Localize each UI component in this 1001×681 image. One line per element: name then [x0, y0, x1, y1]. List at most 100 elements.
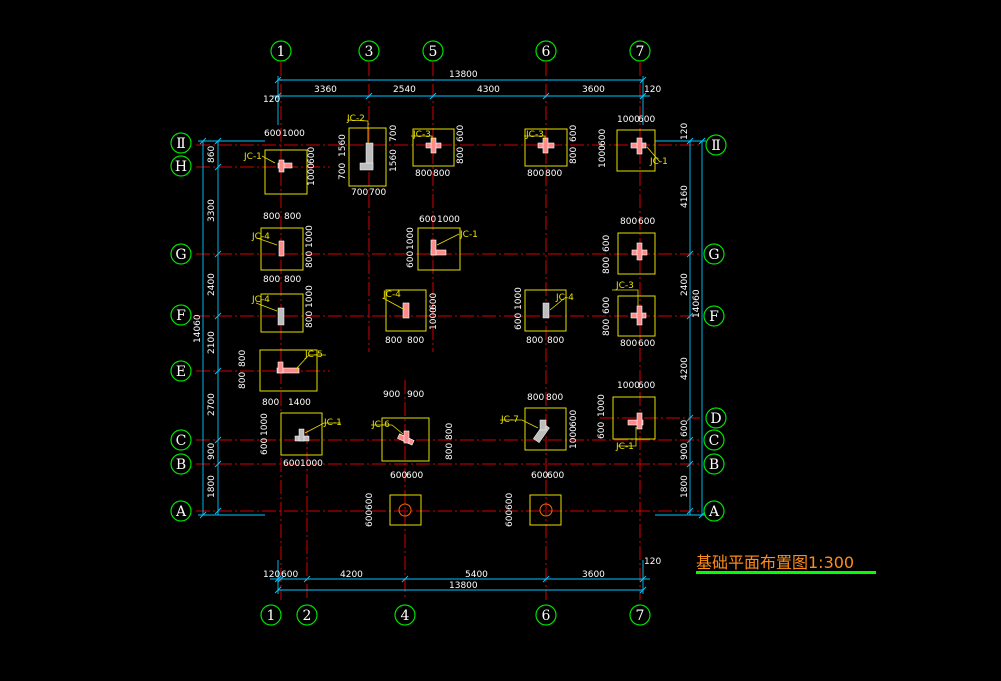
- dimension-tick: [214, 507, 222, 515]
- dimension-tick: [274, 92, 282, 100]
- footing-dim: 800: [305, 251, 315, 268]
- axis-label: 5: [429, 44, 438, 60]
- axis-label: B: [176, 457, 186, 473]
- footing-dim: 1000: [282, 129, 305, 139]
- footing-dim: 1000: [307, 163, 317, 186]
- axis-bubble-right-A: A: [703, 500, 725, 522]
- dimension-tick: [686, 436, 694, 444]
- axis-label: D: [710, 411, 721, 427]
- footing-dim: 800: [284, 275, 301, 285]
- footing-jc4-6F: JC-4 600 1000 800 800: [514, 287, 574, 346]
- footing-dim: 700: [369, 188, 386, 198]
- footings: JC-1 600 1000 1000 600 JC-2 1560 700 156…: [238, 114, 668, 527]
- footing-label: JC-3: [412, 130, 431, 140]
- footing-label: JC-6: [371, 420, 390, 430]
- dim-top-offset-right: 120: [644, 85, 661, 95]
- footing-dim: 800: [284, 212, 301, 222]
- footing-7G: 800 600 800 600: [602, 217, 656, 275]
- dimension-tick: [277, 575, 285, 583]
- footing-dim: 800: [602, 257, 612, 274]
- footing-label: JC-4: [251, 232, 270, 242]
- footing-dim: 600: [307, 147, 317, 164]
- footing-dim: 800: [445, 443, 455, 460]
- dimension-tick: [686, 507, 694, 515]
- dim-bottom-seg-1: 120: [263, 570, 280, 580]
- dimension-tick: [639, 92, 647, 100]
- footing-dim: 800: [526, 336, 543, 346]
- dim-right-total: 14060: [692, 289, 702, 318]
- axis-label: A: [708, 504, 720, 520]
- footing-pile-6A: 600 600 600 600: [505, 471, 564, 527]
- footing-dim: 800: [263, 212, 280, 222]
- dimension-tick: [639, 575, 647, 583]
- footing-dim: 600: [602, 235, 612, 252]
- dimension-tick: [214, 250, 222, 258]
- axis-label: 6: [542, 44, 551, 60]
- axis-label: E: [176, 364, 186, 380]
- dim-bottom-seg-2: 600: [281, 570, 298, 580]
- footing-jc3-7F: JC-3 800 600 800 600: [602, 281, 656, 349]
- axis-bubble-bottom-4: 4: [394, 604, 416, 626]
- footing-label: JC-7: [500, 415, 519, 425]
- axis-bubble-right-D: D: [705, 407, 727, 429]
- dimension-tick: [698, 137, 706, 145]
- axis-bubbles-bottom: 1 2 4 6 7: [260, 604, 651, 626]
- footing-dim: 1000: [437, 215, 460, 225]
- footing-dim: 600: [365, 510, 375, 527]
- axis-label: 3: [365, 44, 374, 60]
- axis-bubble-left-B: B: [170, 453, 192, 475]
- footing-label: JC-1: [615, 442, 634, 452]
- axis-label: F: [709, 309, 719, 325]
- footing-jc1-1H: JC-1 600 1000 1000 600: [243, 129, 317, 195]
- footing-dim: 800: [545, 169, 562, 179]
- footing-dim: 1000: [569, 426, 579, 449]
- footing-dim: 1000: [617, 381, 640, 391]
- dim-top-total: 13800: [449, 70, 478, 80]
- grid-lines: [196, 62, 700, 600]
- footing-label: JC-3: [615, 281, 634, 291]
- footing-dim: 600: [638, 339, 655, 349]
- dim-right-seg-1: 4160: [680, 185, 690, 208]
- dimension-tick: [686, 250, 694, 258]
- dimension-tick: [303, 575, 311, 583]
- dimension-tick: [214, 137, 222, 145]
- footing-dim: 600: [429, 293, 439, 310]
- footing-dim: 600: [283, 459, 300, 469]
- footing-label: JC-3: [525, 130, 544, 140]
- footing-label: JC-4: [251, 295, 270, 305]
- footing-label: JC-4: [555, 293, 574, 303]
- dim-left-seg-4: 2100: [207, 331, 217, 354]
- footing-dim: 800: [620, 339, 637, 349]
- footing-jc4-1F: JC-4 800 800 800 1000: [251, 275, 315, 333]
- footing-dim: 1560: [338, 134, 348, 157]
- footing-dim: 600: [456, 125, 466, 142]
- footing-dim: 800: [415, 169, 432, 179]
- footing-dim: 1000: [305, 225, 315, 248]
- axis-bubble-left-F: F: [170, 304, 192, 326]
- axis-bubble-left-A: A: [170, 500, 192, 522]
- footing-dim: 600: [598, 129, 608, 146]
- footing-pile-4A: 600 600 600 600: [365, 471, 423, 527]
- footing-jc4-1G: JC-4 800 800 800 1000: [251, 212, 315, 271]
- dim-bottom-seg-4: 5400: [465, 570, 488, 580]
- dimension-texts: 13800 3360 2540 4300 3600 120 120 120 60…: [193, 70, 702, 591]
- dim-top-seg-2: 2540: [393, 85, 416, 95]
- dimension-tick: [401, 575, 409, 583]
- footing-dim: 800: [546, 393, 563, 403]
- dimension-tick: [639, 586, 647, 594]
- axis-label: A: [175, 504, 187, 520]
- axis-bubble-top-5: 5: [422, 40, 444, 62]
- axis-bubble-right-C: C: [703, 429, 725, 451]
- axis-bubbles-right: Ⅱ G F D C B A: [703, 134, 727, 522]
- footing-label: JC-4: [382, 290, 401, 300]
- footing-dim: 600: [569, 410, 579, 427]
- footing-dim: 1000: [305, 285, 315, 308]
- dim-right-seg-3: 4200: [680, 357, 690, 380]
- footing-label: JC-2: [346, 114, 365, 124]
- footing-dim: 600: [260, 438, 270, 455]
- footing-dim: 1000: [514, 287, 524, 310]
- footing-jc1-7II: JC-1 1000 600 1000 600: [598, 115, 668, 172]
- dimension-tick: [214, 460, 222, 468]
- dim-right-seg-5: 900: [680, 443, 690, 460]
- axis-label: 7: [636, 44, 645, 60]
